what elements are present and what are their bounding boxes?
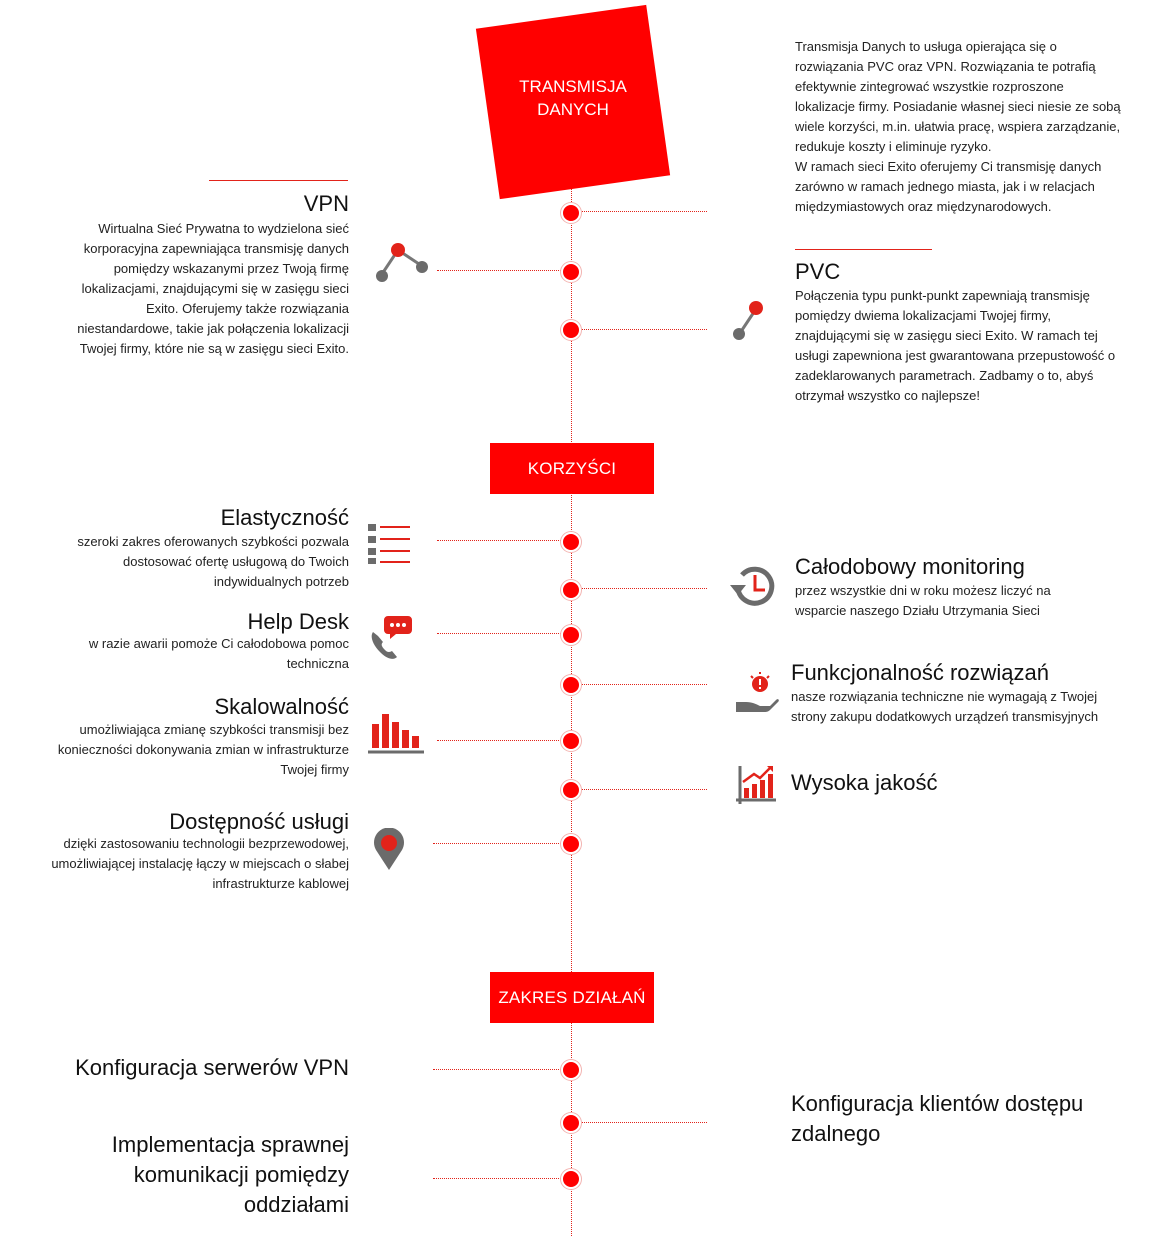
bar-chart-icon: [368, 710, 424, 761]
connector: [579, 588, 707, 589]
connector: [437, 270, 563, 271]
connector: [579, 1122, 707, 1123]
phone-chat-icon: [368, 614, 414, 665]
connector: [579, 684, 707, 685]
hand-bulb-icon: [734, 670, 780, 721]
connector: [437, 540, 563, 541]
jakosc-title: Wysoka jakość: [791, 770, 938, 795]
connector: [433, 1069, 563, 1070]
timeline-dot: [561, 834, 581, 854]
dostepnosc-desc: dzięki zastosowaniu technologii bezprzew…: [51, 836, 349, 891]
connector: [433, 843, 563, 844]
timeline-dot: [561, 262, 581, 282]
connector: [437, 633, 563, 634]
timeline-dot: [561, 780, 581, 800]
monitoring-title: Całodobowy monitoring: [795, 554, 1025, 579]
funkcjonalnosc-desc: nasze rozwiązania techniczne nie wymagaj…: [791, 689, 1099, 724]
timeline-dot: [561, 1113, 581, 1133]
vpn-rule: [209, 180, 348, 181]
helpdesk-title: Help Desk: [247, 609, 349, 634]
scope-item-vpn-servers: Konfiguracja serwerów VPN: [75, 1055, 349, 1080]
skalowalnosc-desc: umożliwiająca zmianę szybkości transmisj…: [57, 722, 349, 777]
dostepnosc-title: Dostępność usługi: [169, 809, 349, 834]
helpdesk-desc: w razie awarii pomoże Ci całodobowa pomo…: [88, 636, 349, 671]
elastycznosc-title: Elastyczność: [220, 505, 349, 530]
timeline-dot: [561, 625, 581, 645]
pvc-title: PVC: [795, 259, 841, 284]
link-icon: [728, 298, 768, 349]
connector: [579, 211, 707, 212]
scope-header: ZAKRES DZIAŁAŃ: [490, 972, 654, 1023]
timeline-dot: [561, 532, 581, 552]
scope-item-branch-communication: Implementacja sprawnej komunikacji pomię…: [111, 1132, 349, 1217]
timeline-dot: [561, 320, 581, 340]
timeline-dot: [561, 675, 581, 695]
network-icon: [372, 238, 432, 291]
clock-icon: [728, 563, 780, 614]
location-pin-icon: [372, 827, 406, 877]
funkcjonalnosc-title: Funkcjonalność rozwiązań: [791, 660, 1050, 685]
timeline-dot: [561, 1169, 581, 1189]
benefits-header: KORZYŚCI: [490, 443, 654, 494]
connector: [579, 789, 707, 790]
intro-text: Transmisja Danych to usługa opierająca s…: [795, 39, 1121, 214]
vpn-desc: Wirtualna Sieć Prywatna to wydzielona si…: [77, 221, 349, 356]
timeline-dot: [561, 580, 581, 600]
connector: [437, 740, 563, 741]
connector: [433, 1178, 563, 1179]
pvc-rule: [795, 249, 932, 250]
vpn-title: VPN: [303, 191, 349, 216]
scope-item-remote-clients: Konfiguracja klientów dostępu zdalnego: [791, 1091, 1084, 1146]
skalowalnosc-title: Skalowalność: [214, 694, 349, 719]
list-icon: [366, 522, 412, 571]
timeline-dot: [561, 203, 581, 223]
timeline-dot: [561, 731, 581, 751]
monitoring-desc: przez wszystkie dni w roku możesz liczyć…: [795, 583, 1051, 618]
timeline-dot: [561, 1060, 581, 1080]
elastycznosc-desc: szeroki zakres oferowanych szybkości poz…: [77, 534, 349, 589]
pvc-desc: Połączenia typu punkt-punkt zapewniają t…: [795, 288, 1116, 403]
connector: [579, 329, 707, 330]
header-badge-label: TRANSMISJA DANYCH: [519, 77, 627, 119]
growth-chart-icon: [734, 764, 780, 813]
